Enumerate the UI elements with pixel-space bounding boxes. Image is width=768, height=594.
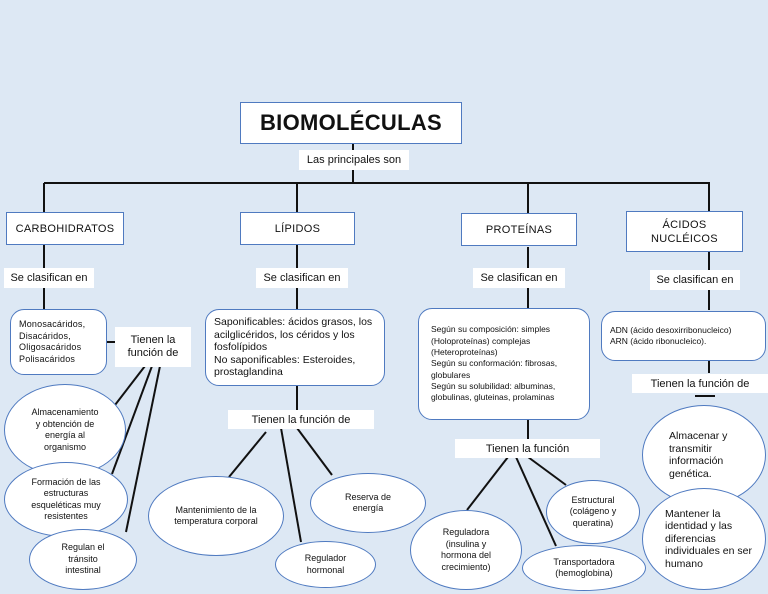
function-ellipse-proteinas-3: Estructural (colágeno y queratina) xyxy=(546,480,640,544)
function-label-acidos: Tienen la función de xyxy=(632,374,768,393)
function-ellipse-lipidos-1: Mantenimiento de la temperatura corporal xyxy=(148,476,284,556)
category-carbohidratos: CARBOHIDRATOS xyxy=(6,212,124,245)
function-label-proteinas: Tienen la función xyxy=(455,439,600,458)
title-box: BIOMOLÉCULAS xyxy=(240,102,462,144)
category-acidos-nucleicos: ÁCIDOS NUCLÉICOS xyxy=(626,211,743,252)
function-ellipse-lipidos-3: Reserva de energía xyxy=(310,473,426,533)
function-ellipse-carbohidratos-2: Formación de las estructuras esquelética… xyxy=(4,462,128,537)
classify-label-proteinas: Se clasifican en xyxy=(473,268,565,288)
function-ellipse-carbohidratos-3: Regulan el tránsito intestinal xyxy=(29,529,137,590)
function-ellipse-acidos-2: Mantener la identidad y las diferencias … xyxy=(642,488,766,590)
classify-label-acidos: Se clasifican en xyxy=(650,270,740,290)
classification-acidos: ADN (ácido desoxirribonucleico) ARN (áci… xyxy=(601,311,766,361)
function-ellipse-lipidos-2: Regulador hormonal xyxy=(275,541,376,588)
function-label-carbohidratos: Tienen la función de xyxy=(115,327,191,367)
classify-label-lipidos: Se clasifican en xyxy=(256,268,348,288)
category-lipidos: LÍPIDOS xyxy=(240,212,355,245)
function-label-lipidos: Tienen la función de xyxy=(228,410,374,429)
function-ellipse-proteinas-2: Transportadora (hemoglobina) xyxy=(522,545,646,591)
classification-carbohidratos: Monosacáridos, Disacáridos, Oligosacárid… xyxy=(10,309,107,375)
function-ellipse-carbohidratos-1: Almacenamiento y obtención de energía al… xyxy=(4,384,126,476)
page-title: BIOMOLÉCULAS xyxy=(259,110,443,135)
classification-proteinas: Según su composición: simples (Holoprote… xyxy=(418,308,590,420)
category-proteinas: PROTEÍNAS xyxy=(461,213,577,246)
root-connector-label: Las principales son xyxy=(299,150,409,170)
function-ellipse-proteinas-1: Reguladora (insulina y hormona del creci… xyxy=(410,510,522,590)
classification-lipidos: Saponificables: ácidos grasos, los acilg… xyxy=(205,309,385,386)
classify-label-carbohidratos: Se clasifican en xyxy=(4,268,94,288)
